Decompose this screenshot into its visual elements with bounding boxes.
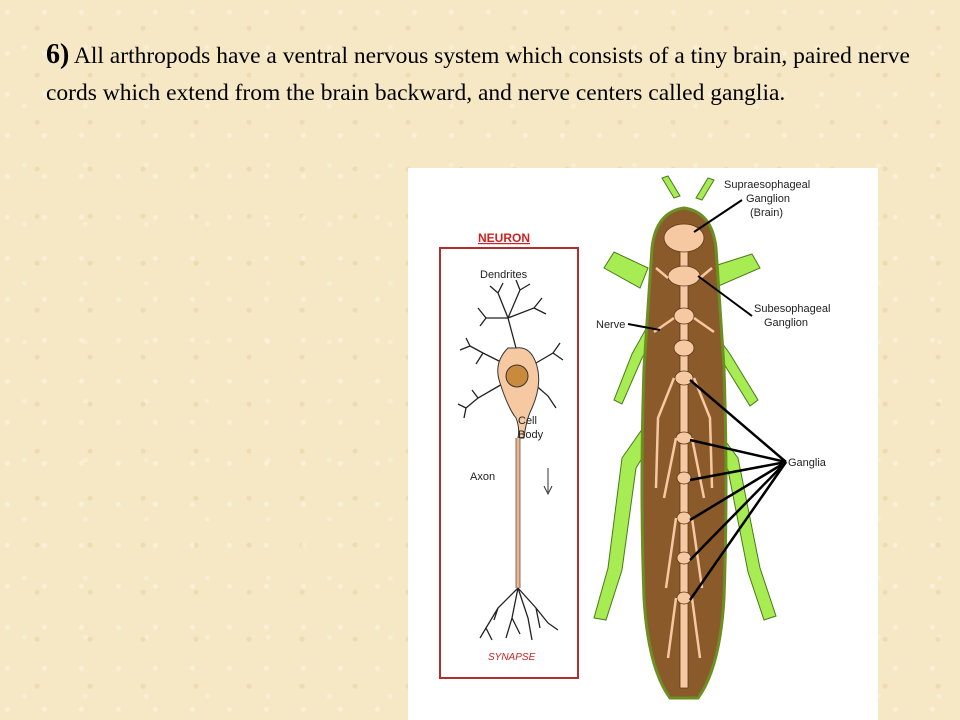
nervous-system-figure: NEURON Dendrites Cell Body Axon SYNAPSE [408,168,878,720]
supra-label-3: (Brain) [750,207,783,219]
supra-pointer [693,199,743,233]
supra-label-2: Ganglion [746,193,790,205]
sub-label-1: Subesophageal [754,303,830,315]
axon-outline [515,438,521,588]
synapse-label: SYNAPSE [488,652,536,663]
cell-label-2: Body [518,429,544,441]
axon-direction-arrow [543,468,553,496]
statement-number: 6) [46,39,70,70]
ganglia-pointers [688,379,788,601]
slide-statement: 6) All arthropods have a ventral nervous… [46,36,946,112]
nerve-cord [663,223,705,689]
supra-label-1: Supraesophageal [724,179,810,191]
sub-label-2: Ganglion [764,317,808,329]
lateral-nerves [653,267,715,659]
cell-label-1: Cell [518,415,537,427]
axon-label: Axon [470,471,495,483]
statement-text: All arthropods have a ventral nervous sy… [46,43,910,106]
figure-drawing: NEURON Dendrites Cell Body Axon SYNAPSE [439,175,830,700]
nucleus [505,364,529,388]
nerve-label: Nerve [596,319,625,331]
dendrites-label: Dendrites [480,269,528,281]
sub-pointer [697,275,753,317]
axon-terminals [479,587,559,641]
nerve-pointer [627,323,661,331]
neuron-title: NEURON [478,231,530,245]
neuron-box [439,247,579,679]
dendrites [457,279,564,419]
ganglia-label: Ganglia [788,457,827,469]
